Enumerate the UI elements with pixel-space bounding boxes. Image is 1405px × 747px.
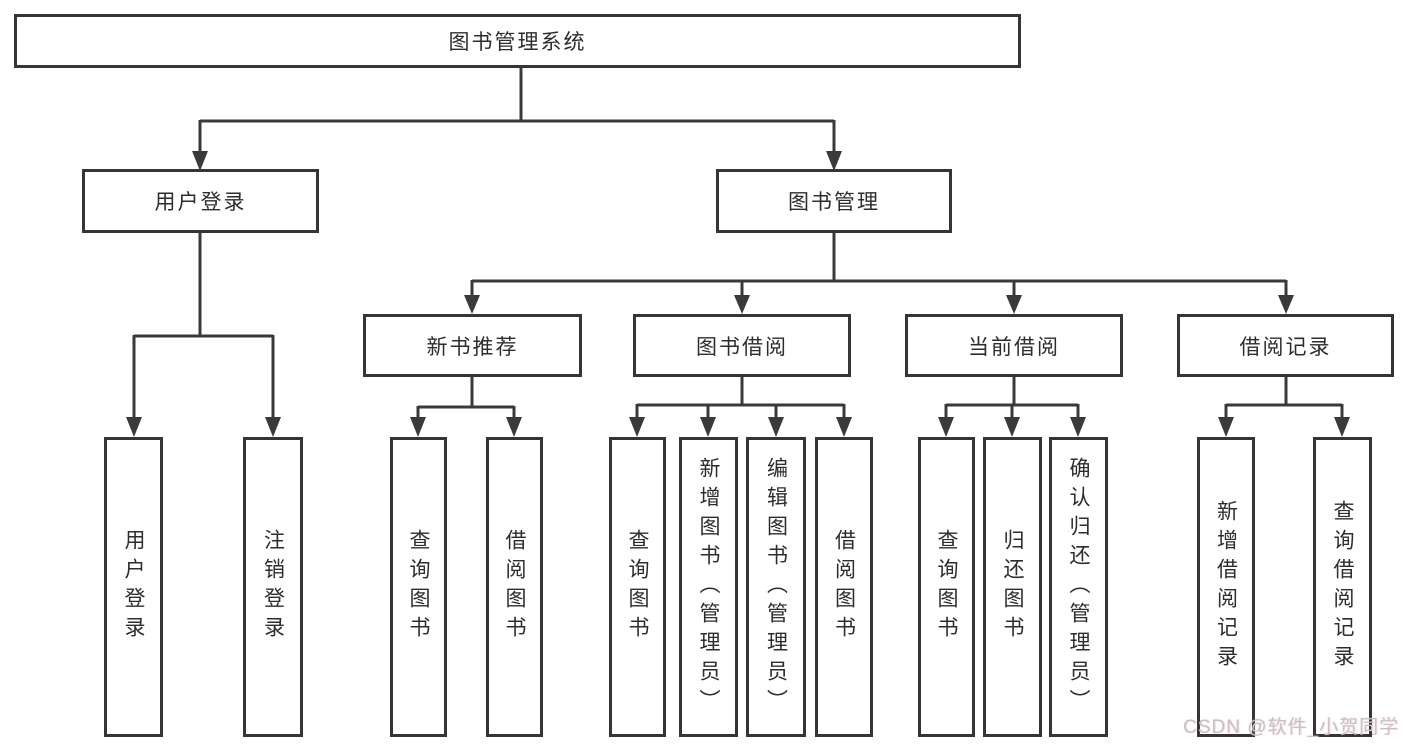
leaf-label: 查询图书 [935,529,958,645]
node-current-borrowing: 当前借阅 [905,314,1123,377]
leaf-label: 新增借阅记录 [1214,500,1238,674]
node-label: 当前借阅 [968,335,1060,359]
connector-root-to-level2 [198,67,836,153]
leaf-label: 借阅图书 [503,529,526,645]
leaf-label: 查询图书 [407,529,430,645]
node-label: 图书借阅 [696,335,788,359]
connector-newbook-to-leaves [416,377,516,419]
leaf-label: 编辑图书（管理员） [764,456,788,718]
leaf-query-books-newbook: 查询图书 [390,437,447,737]
leaf-return-book: 归还图书 [983,437,1042,737]
node-user-login-branch: 用户登录 [82,169,319,233]
leaf-query-books-borrowing: 查询图书 [609,437,666,737]
leaf-query-borrow-record: 查询借阅记录 [1313,437,1372,737]
node-label: 用户登录 [154,191,247,214]
node-book-borrowing: 图书借阅 [633,314,851,377]
leaf-label: 注销登录 [261,529,285,645]
connector-borrowrecord-to-leaves [1224,377,1344,419]
leaf-query-books-current: 查询图书 [918,437,975,737]
leaf-confirm-return-admin: 确认归还（管理员） [1049,437,1108,737]
leaf-label: 归还图书 [1001,529,1024,645]
leaf-add-borrow-record: 新增借阅记录 [1197,437,1255,737]
node-borrowing-records: 借阅记录 [1177,314,1394,377]
connector-currentborrow-to-leaves [944,377,1080,419]
leaf-label: 借阅图书 [832,529,856,645]
node-label: 借阅记录 [1239,335,1332,359]
arrowheads-level2 [192,151,842,171]
leaf-label: 确认归还（管理员） [1067,456,1090,718]
leaf-logout: 注销登录 [243,437,303,737]
connector-bookmgmt-to-level3 [470,233,1288,297]
leaf-edit-book-admin: 编辑图书（管理员） [746,437,806,737]
node-label: 图书管理系统 [448,31,587,54]
csdn-watermark: CSDN @软件_小贺同学 [1183,717,1399,738]
connector-userlogin-to-leaves [132,233,275,419]
leaf-add-book-admin: 新增图书（管理员） [679,437,738,737]
node-library-management-system: 图书管理系统 [14,14,1021,68]
arrowheads-userlogin-leaves [126,417,281,437]
arrowheads-leaves [410,417,1350,437]
leaf-label: 查询图书 [626,529,649,645]
leaf-label: 查询借阅记录 [1331,500,1354,674]
node-new-book-recommendation: 新书推荐 [363,314,582,377]
leaf-user-login: 用户登录 [104,437,163,737]
node-book-management: 图书管理 [716,169,952,233]
node-label: 图书管理 [788,191,880,214]
connector-bookborrow-to-leaves [635,377,846,419]
arrowheads-level3 [464,295,1294,314]
leaf-borrow-books-borrowing: 借阅图书 [815,437,873,737]
leaf-label: 用户登录 [122,529,145,645]
leaf-label: 新增图书（管理员） [697,456,720,718]
node-label: 新书推荐 [426,335,519,359]
leaf-borrow-books-newbook: 借阅图书 [486,437,543,737]
